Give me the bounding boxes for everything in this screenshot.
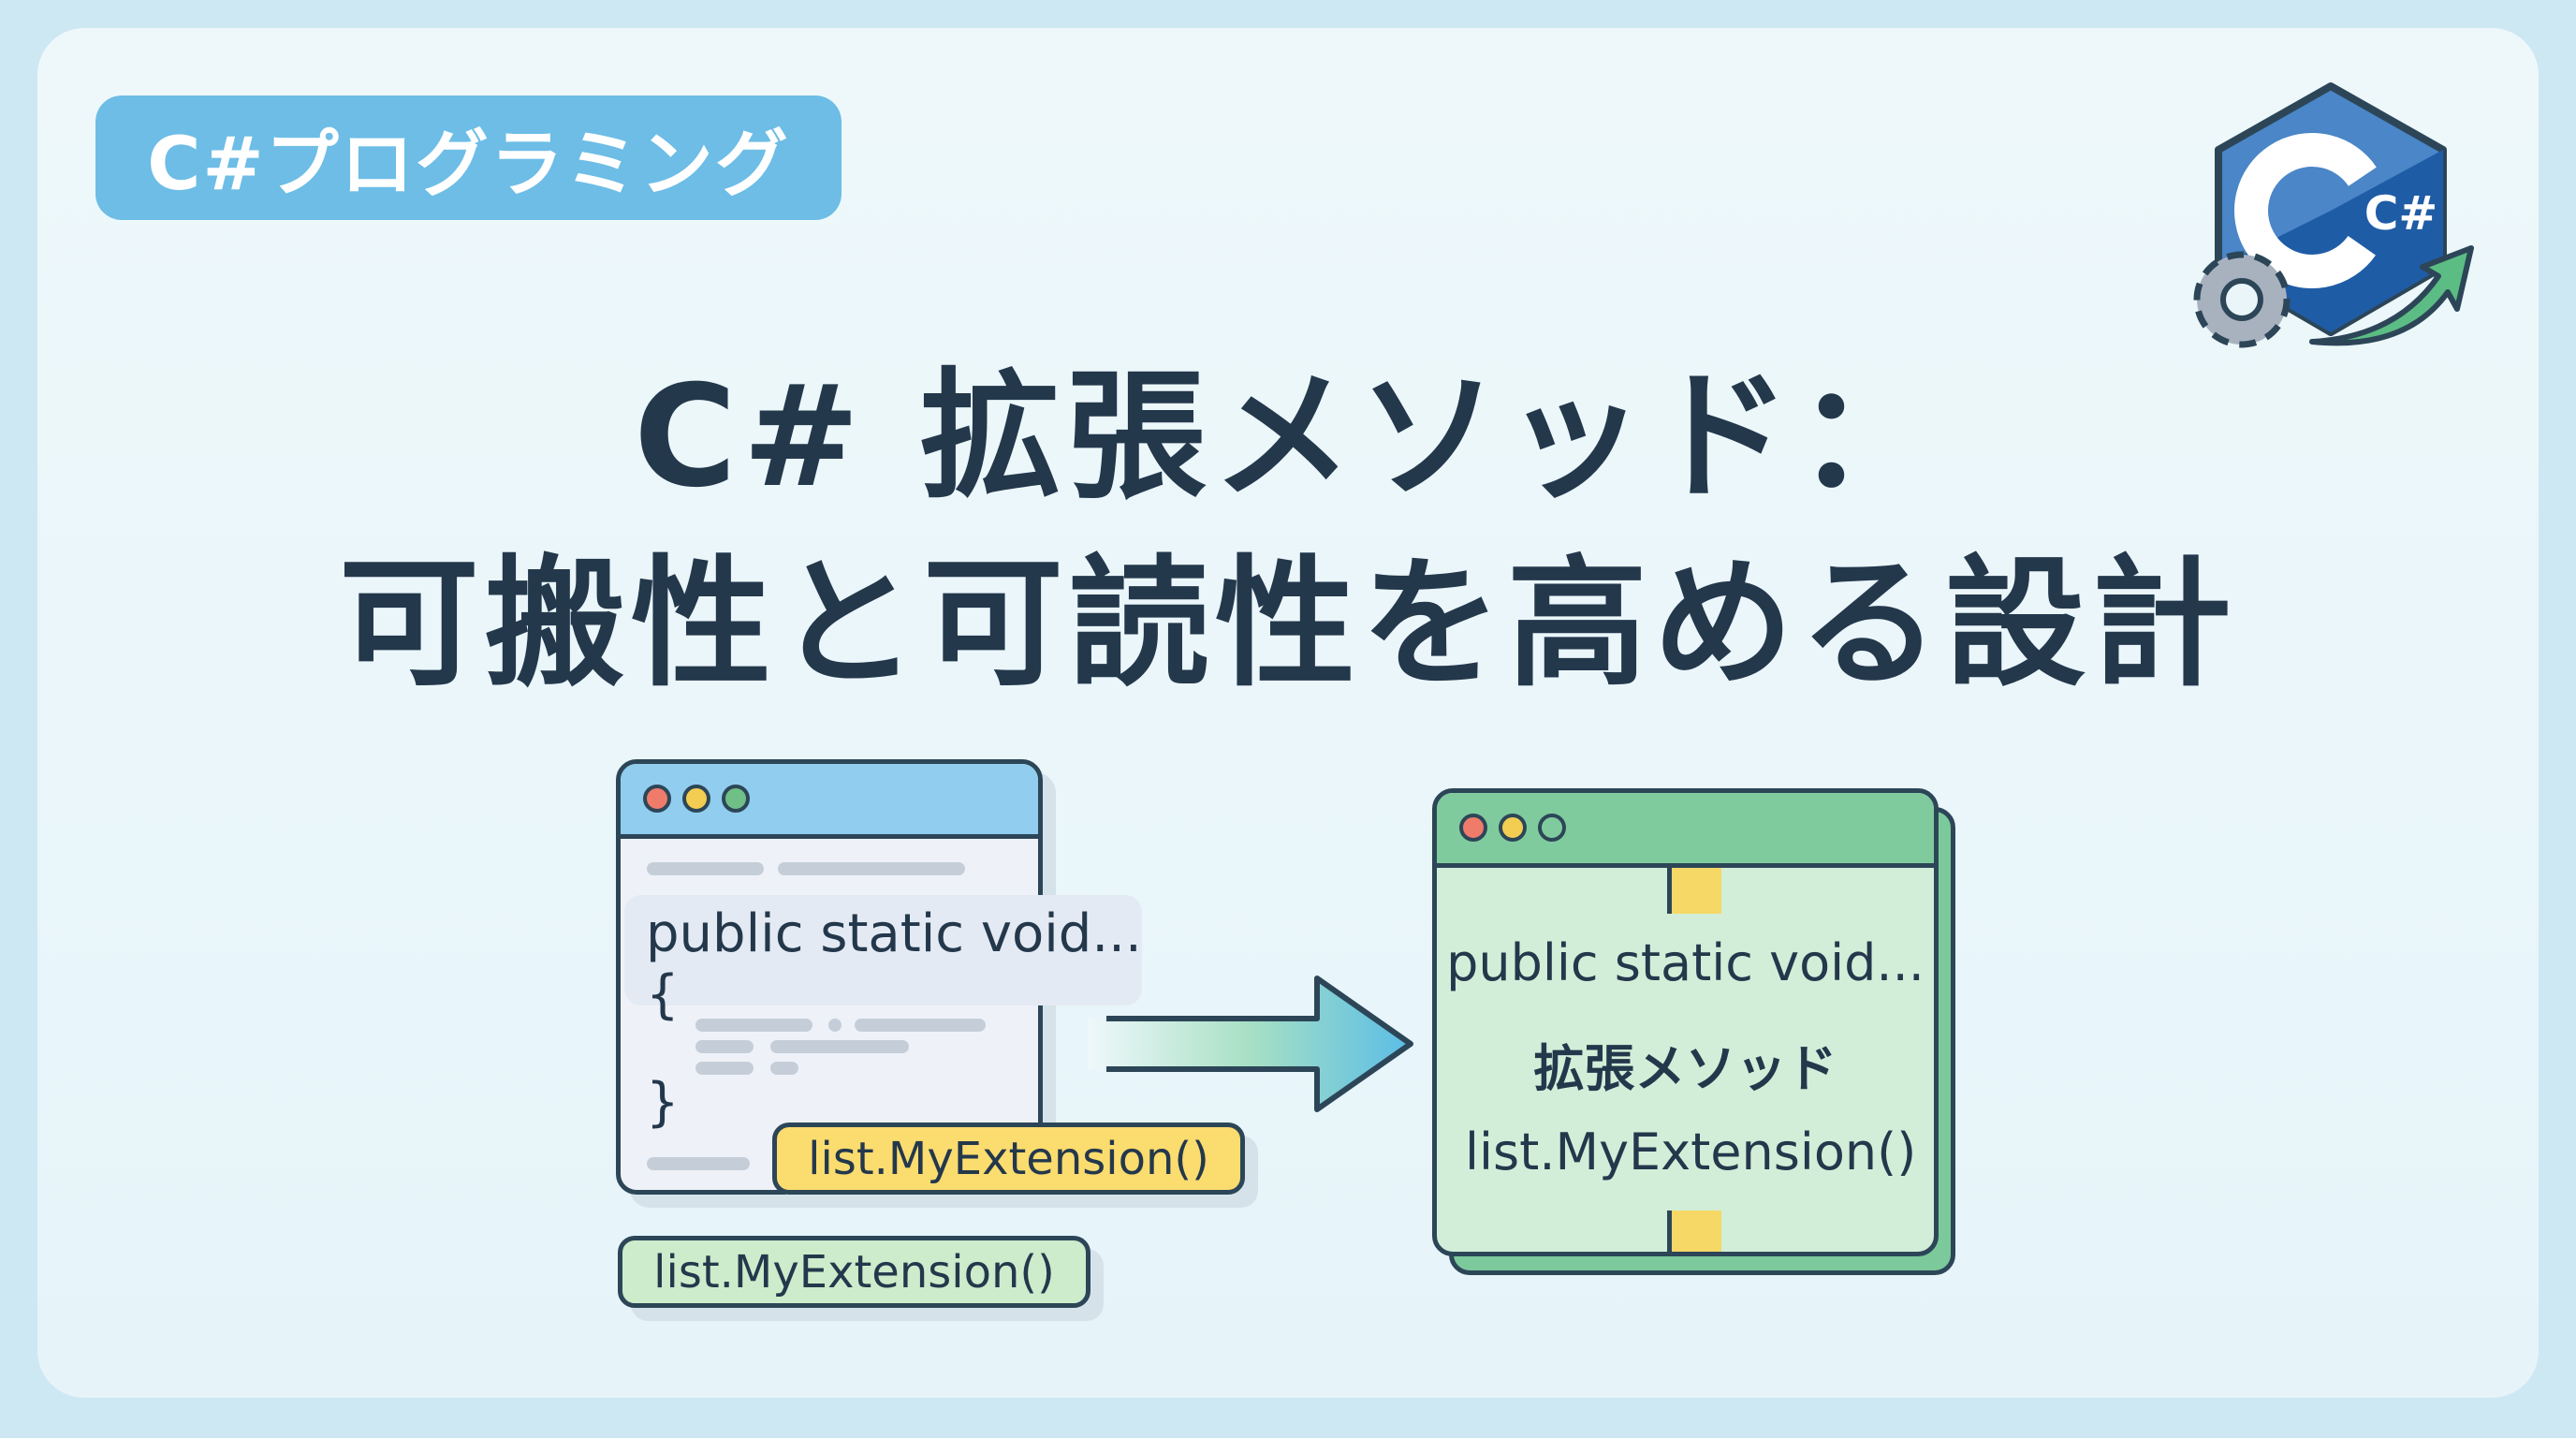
open-brace: { bbox=[646, 964, 680, 1025]
extension-call-pill-green: list.MyExtension() bbox=[618, 1236, 1090, 1308]
close-dot-icon bbox=[1459, 814, 1487, 842]
close-dot-icon bbox=[643, 785, 671, 813]
extension-call-pill: list.MyExtension() bbox=[772, 1123, 1245, 1195]
category-badge: C#プログラミング bbox=[95, 95, 842, 220]
connector-tab-bottom bbox=[1667, 1211, 1721, 1252]
minimize-dot-icon bbox=[1499, 814, 1527, 842]
code-highlight bbox=[624, 895, 1142, 1005]
title-line-1: C# 拡張メソッド： bbox=[634, 356, 1942, 519]
window-titlebar bbox=[621, 764, 1038, 839]
gear-icon bbox=[2193, 251, 2291, 348]
maximize-dot-icon bbox=[1538, 814, 1566, 842]
transform-arrow-icon bbox=[1088, 976, 1413, 1112]
csharp-hexagon-icon: C# bbox=[2215, 82, 2447, 336]
extension-method-window: public static void... 拡張メソッド list.MyExte… bbox=[1432, 788, 1939, 1256]
signature-text: public static void... bbox=[1446, 933, 1925, 992]
call-text: list.MyExtension() bbox=[1465, 1123, 1917, 1181]
title-line-2: 可搬性と可読性を高める設計 bbox=[338, 543, 2237, 706]
minimize-dot-icon bbox=[682, 785, 710, 813]
csharp-logo: C# bbox=[2193, 82, 2474, 348]
connector-tab-top bbox=[1667, 868, 1721, 914]
code-signature: public static void... bbox=[646, 903, 1142, 964]
maximize-dot-icon bbox=[722, 785, 750, 813]
extension-method-label: 拡張メソッド bbox=[1533, 1039, 1837, 1098]
growth-arrow-icon bbox=[2309, 245, 2474, 346]
background-card bbox=[37, 28, 2539, 1398]
close-brace: } bbox=[646, 1072, 680, 1133]
csharp-symbol: C# bbox=[2364, 186, 2438, 241]
window-titlebar bbox=[1437, 793, 1934, 868]
